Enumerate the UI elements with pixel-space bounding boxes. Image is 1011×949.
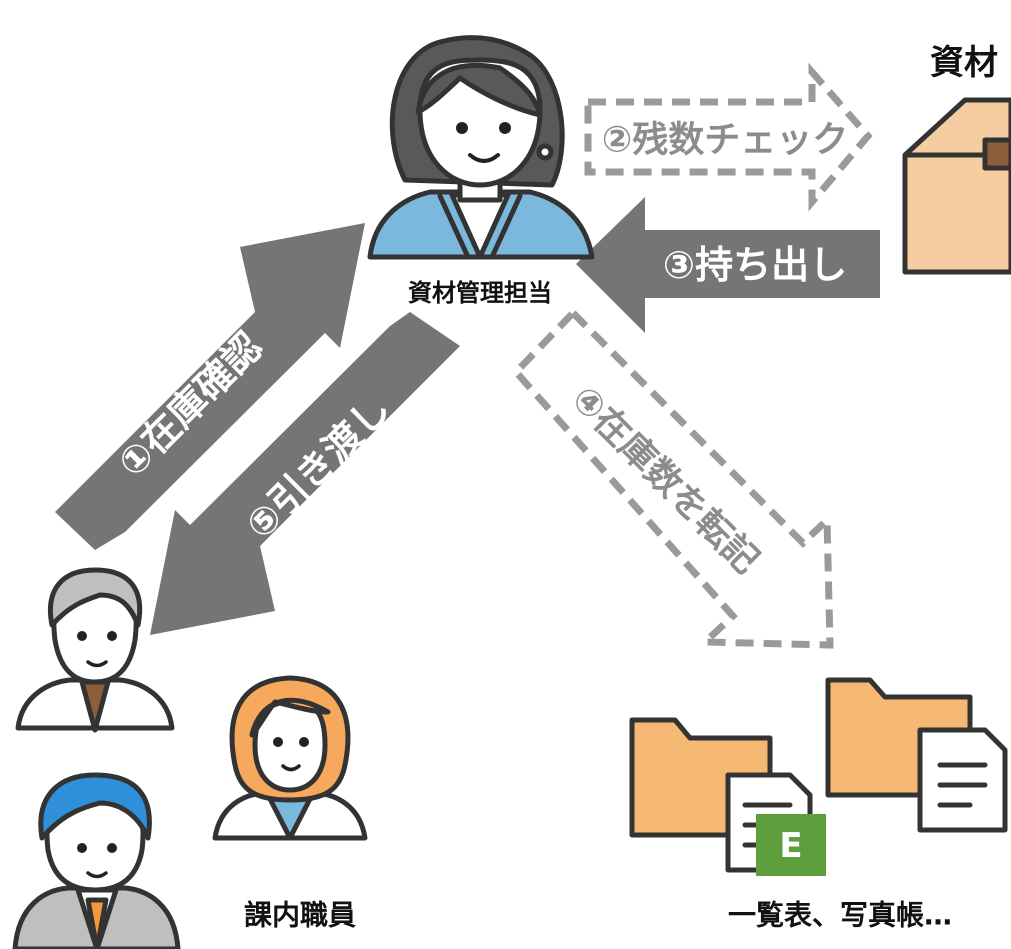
staff-man-gray-face <box>77 631 117 668</box>
step2-label: ②残数チェック <box>602 120 848 161</box>
warehouse-box-icon <box>902 97 1011 275</box>
staff-man-blue-face <box>77 843 117 879</box>
arrow-step2 <box>584 62 873 212</box>
staff-woman-figure <box>212 675 368 841</box>
arrow-step1 <box>55 223 365 550</box>
warehouse-label: 資材 <box>930 43 998 83</box>
manager-label: 資材管理担当 <box>408 279 552 307</box>
staff-woman-face <box>273 737 309 772</box>
step3-label: ③持ち出し <box>663 243 847 287</box>
arrow-step3 <box>576 197 880 333</box>
staff-man-gray-figure <box>15 567 175 733</box>
document-icon-right <box>917 727 1008 833</box>
staff-man-blue-figure <box>12 772 181 949</box>
manager-face-features <box>456 122 511 163</box>
documents-label: 一覧表、写真帳… <box>728 899 952 932</box>
excel-icon: E <box>756 814 826 876</box>
arrow-step5 <box>150 312 460 635</box>
staff-label: 課内職員 <box>244 899 356 932</box>
arrow-step4 <box>511 308 834 649</box>
excel-badge-letter: E <box>779 826 802 866</box>
manager-figure <box>367 35 595 260</box>
